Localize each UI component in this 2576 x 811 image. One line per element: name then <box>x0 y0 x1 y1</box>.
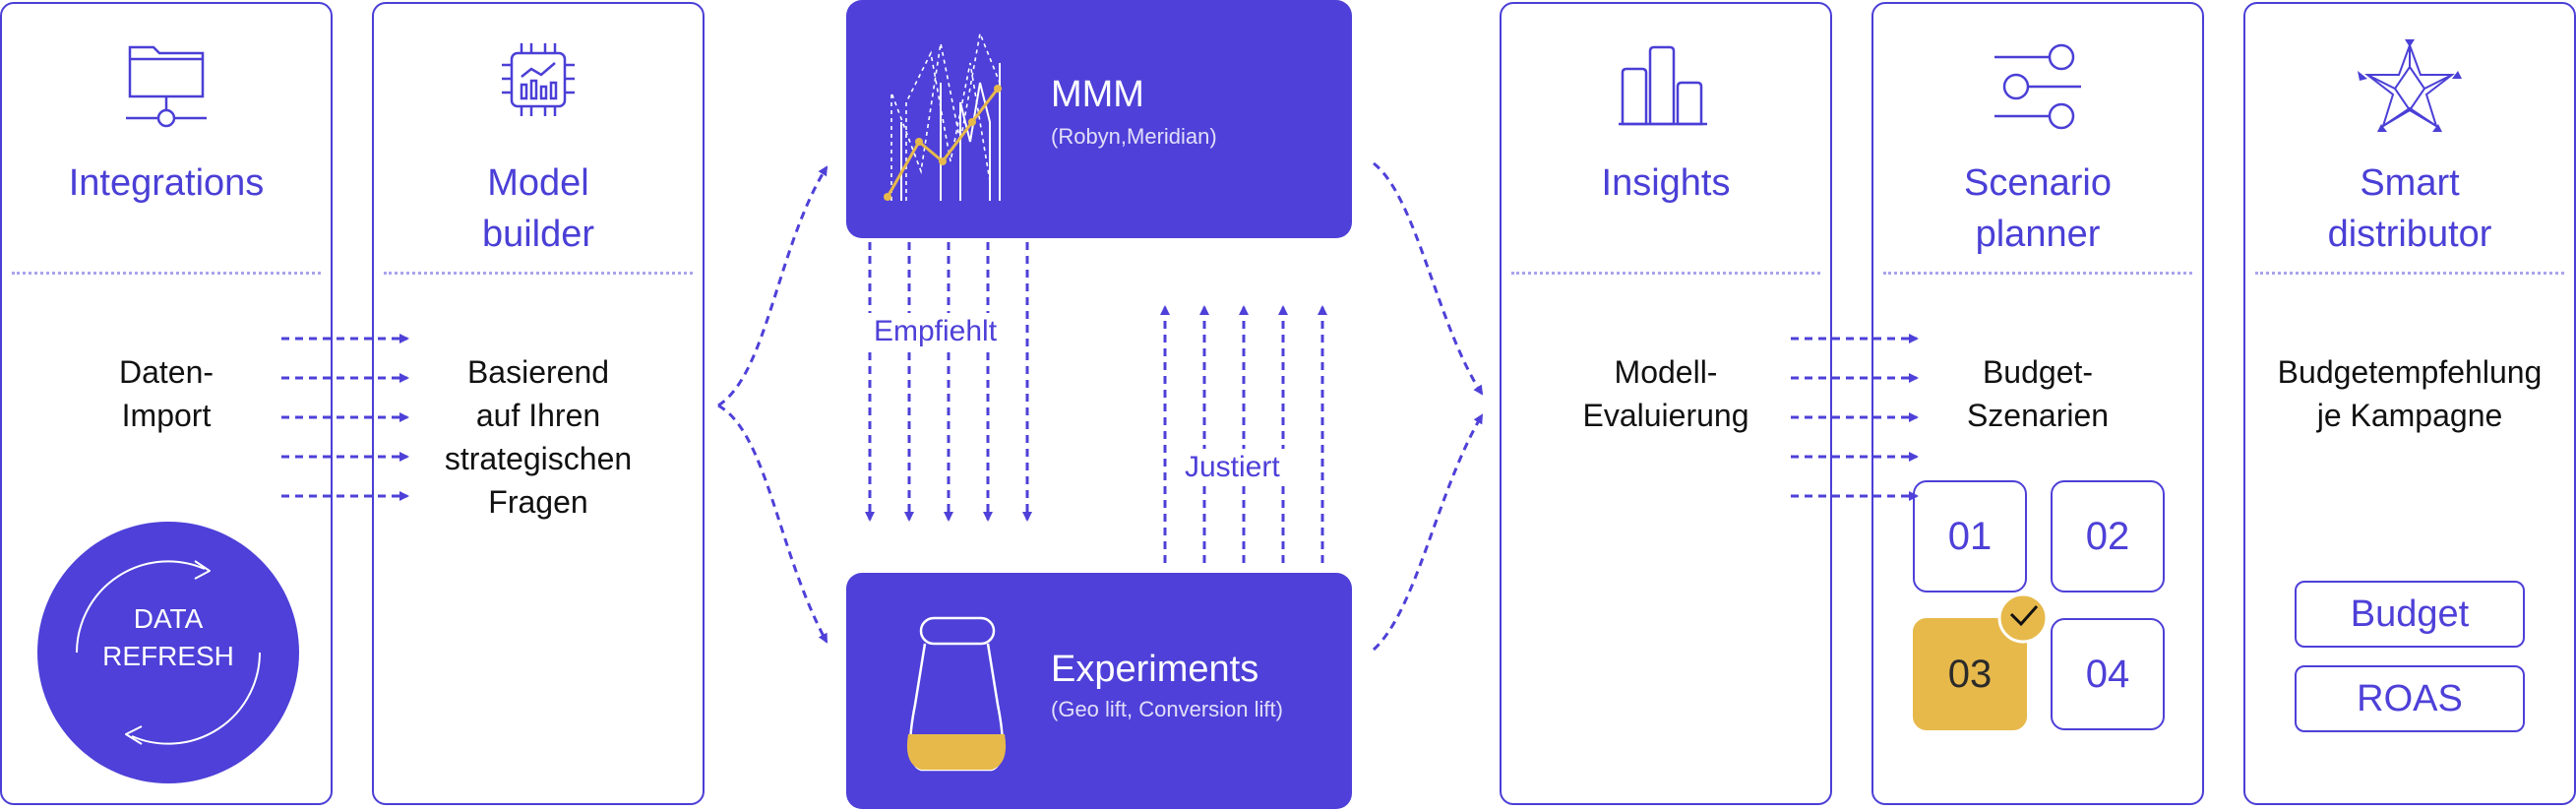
card-title: Smart distributor <box>2327 162 2492 255</box>
card-text: Basierend auf Ihren strategischen Fragen <box>444 354 633 520</box>
folder-network-icon <box>2 37 331 132</box>
mmm-box: MMM (Robyn,Meridian) <box>846 0 1352 238</box>
card-smart-distributor: Smart distributor Budgetempfehlung je Ka… <box>2243 2 2576 805</box>
card-title: Model builder <box>481 162 595 255</box>
mmm-chart-icon <box>884 31 1002 201</box>
card-text: Modell- Evaluierung <box>1582 354 1749 433</box>
arrow-to-mmm <box>717 165 828 407</box>
divider <box>2255 272 2564 275</box>
mmm-subtitle: (Robyn,Meridian) <box>1051 124 1217 149</box>
experiments-box: Experiments (Geo lift, Conversion lift) <box>846 573 1352 809</box>
chip-chart-icon <box>374 37 703 132</box>
arrow-experiments-insights <box>1372 413 1484 652</box>
experiments-subtitle: (Geo lift, Conversion lift) <box>1051 697 1283 721</box>
card-insights: Insights Modell- Evaluierung <box>1500 2 1832 805</box>
flask-icon <box>906 616 1007 772</box>
card-title: Insights <box>1601 162 1731 204</box>
card-text: Budget- Szenarien <box>1966 354 2110 433</box>
divider <box>12 272 321 275</box>
card-title: Integrations <box>68 162 265 204</box>
scenario-tile-01[interactable]: 01 <box>1913 480 2027 593</box>
metric-roas-button[interactable]: ROAS <box>2295 665 2525 732</box>
check-icon <box>1997 593 2049 644</box>
bar-chart-icon <box>1502 37 1830 132</box>
card-text: Budgetempfehlung je Kampagne <box>2277 354 2543 433</box>
divider <box>384 272 693 275</box>
card-title: Scenario planner <box>1964 162 2112 255</box>
scenario-tile-04[interactable]: 04 <box>2051 618 2165 730</box>
mmm-title: MMM <box>1051 74 1144 115</box>
experiments-title: Experiments <box>1051 649 1259 690</box>
card-text: Daten- Import <box>118 354 215 433</box>
adjusts-label: Justiert <box>1179 449 1286 486</box>
divider <box>1883 272 2192 275</box>
card-model-builder: Model builder Basierend auf Ihren strate… <box>372 2 705 805</box>
scenario-tile-02[interactable]: 02 <box>2051 480 2165 593</box>
refresh-cycle-icon <box>76 560 261 745</box>
data-refresh-badge: DATA REFRESH <box>37 522 299 783</box>
divider <box>1511 272 1820 275</box>
arrow-mmm-insights <box>1373 161 1484 396</box>
refresh-line1: DATA <box>133 603 204 634</box>
star-network-icon <box>2245 37 2574 132</box>
arrow-to-experiments <box>717 404 828 644</box>
card-scenario-planner: Scenario planner Budget- Szenarien 01 02… <box>1871 2 2204 805</box>
refresh-line2: REFRESH <box>102 641 234 671</box>
sliders-icon <box>1873 37 2202 132</box>
metric-budget-button[interactable]: Budget <box>2295 581 2525 648</box>
card-integrations: Integrations Daten- Import DATA REFRESH <box>0 2 333 805</box>
recommends-label: Empfiehlt <box>868 313 1004 350</box>
